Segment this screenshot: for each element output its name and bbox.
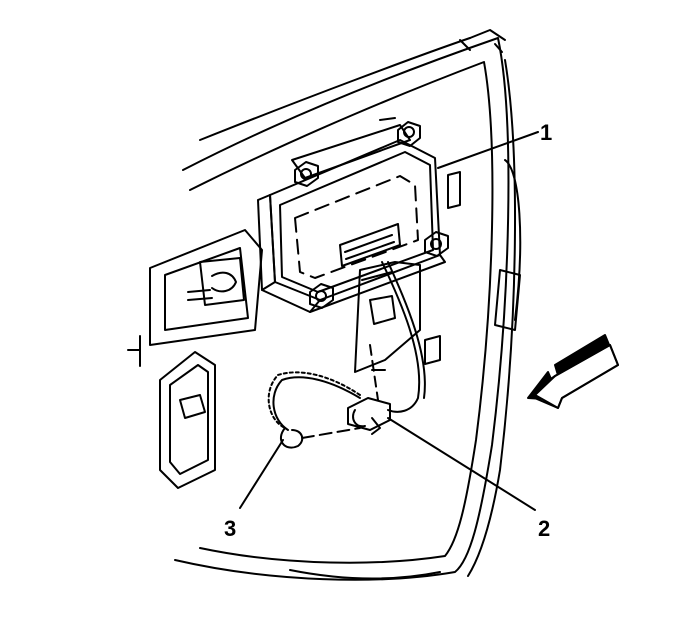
bolt-right <box>424 231 449 257</box>
sensor-module <box>257 139 446 313</box>
body-pillar <box>127 229 263 489</box>
bolt-bottom <box>309 283 334 309</box>
wiring-harness <box>267 261 426 449</box>
bolt-top <box>397 121 421 147</box>
bolt-left <box>294 161 319 187</box>
forward-arrow-icon <box>527 334 619 409</box>
mounting-bracket <box>291 117 461 373</box>
door-frame <box>174 29 522 581</box>
callout-2: 2 <box>538 516 550 541</box>
leader-line-1 <box>437 131 539 169</box>
callout-3: 3 <box>224 516 236 541</box>
leader-line-2 <box>387 417 536 511</box>
callout-1: 1 <box>540 120 552 145</box>
leader-line-3 <box>239 439 284 509</box>
